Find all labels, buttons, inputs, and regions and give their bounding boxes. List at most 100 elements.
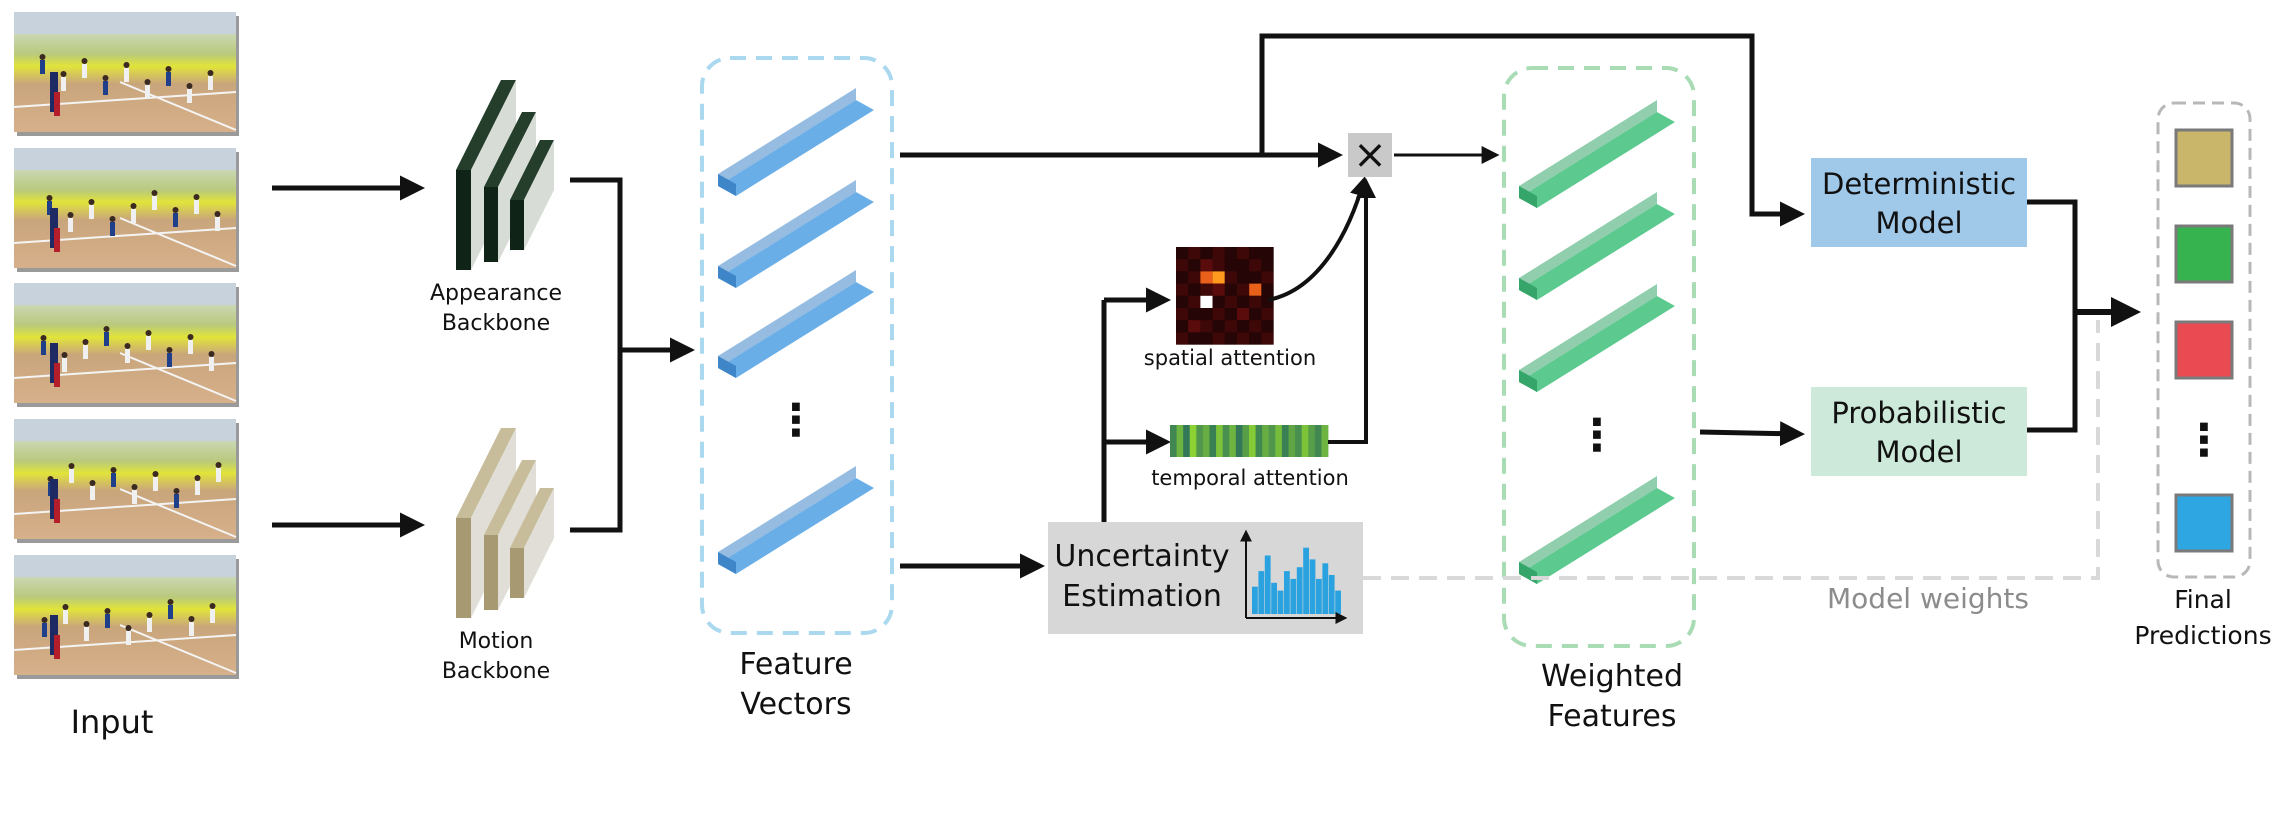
- feature-bar: [1519, 192, 1675, 300]
- feature-bar: [1519, 284, 1675, 392]
- deterministic-model-box: [1811, 158, 2027, 247]
- temporal-cell: [1222, 425, 1230, 457]
- heatmap-cell: [1200, 332, 1213, 345]
- heatmap-cell: [1200, 308, 1213, 321]
- temporal-cell: [1308, 425, 1316, 457]
- final-predictions-ellipsis: ⋮: [2182, 415, 2226, 466]
- feature-bar: [718, 270, 874, 378]
- heatmap-cell: [1224, 247, 1237, 260]
- histogram-bar: [1335, 590, 1341, 614]
- heatmap-cell: [1200, 271, 1213, 284]
- motion-backbone-label-2: Backbone: [442, 659, 550, 684]
- heatmap-cell: [1176, 283, 1189, 296]
- weighted-features-bars: [1519, 100, 1675, 584]
- heatmap-cell: [1224, 332, 1237, 345]
- uncertainty-label-1: Uncertainty: [1054, 539, 1229, 574]
- temporal-cell: [1235, 425, 1243, 457]
- heatmap-cell: [1261, 332, 1274, 345]
- heatmap-cell: [1224, 308, 1237, 321]
- histogram-bar: [1264, 555, 1271, 614]
- probabilistic-model-label-1: Probabilistic: [1831, 396, 2006, 430]
- temporal-cell: [1255, 425, 1263, 457]
- temporal-attention-label: temporal attention: [1151, 466, 1349, 490]
- temporal-attention-strip: [1170, 425, 1329, 457]
- weighted-features-box: [1502, 66, 1696, 648]
- histogram-bar: [1277, 590, 1284, 614]
- prediction-swatch: [2174, 128, 2234, 188]
- deterministic-model-label-1: Deterministic: [1822, 167, 2016, 201]
- temporal-cell: [1196, 425, 1204, 457]
- weighted-features-label-2: Features: [1548, 699, 1677, 734]
- heatmap-cell: [1188, 259, 1201, 272]
- heatmap-cell: [1188, 295, 1201, 308]
- feature-bar: [1519, 476, 1675, 584]
- heatmap-cell: [1176, 247, 1189, 260]
- motion-backbone-label-1: Motion: [459, 629, 534, 654]
- multiply-node: [1348, 133, 1392, 177]
- model-weights-path: [1363, 320, 2100, 580]
- feature-vectors-bars: [718, 88, 874, 574]
- appearance-backbone-label-2: Backbone: [442, 311, 550, 336]
- heatmap-cell: [1249, 320, 1262, 333]
- input-frame: [13, 555, 239, 679]
- arrow-weighted-probabilistic: [1699, 421, 1805, 447]
- histogram-bar: [1303, 547, 1309, 614]
- probabilistic-model-box: [1811, 387, 2027, 476]
- temporal-cell: [1189, 425, 1197, 457]
- heatmap-cell: [1237, 259, 1250, 272]
- heatmap-cell: [1200, 283, 1213, 296]
- uncertainty-histogram: [1252, 547, 1341, 614]
- temporal-cell: [1216, 425, 1224, 457]
- heatmap-cell: [1212, 320, 1225, 333]
- heatmap-cell: [1188, 247, 1201, 260]
- prediction-swatch: [2174, 493, 2234, 553]
- deterministic-model-label-2: Model: [1875, 206, 1962, 240]
- heatmap-cell: [1249, 271, 1262, 284]
- connector-backbones-merge: [570, 177, 623, 533]
- prediction-swatch: [2174, 320, 2234, 380]
- heatmap-cell: [1237, 332, 1250, 345]
- heatmap-cell: [1261, 259, 1274, 272]
- heatmap-cell: [1200, 320, 1213, 333]
- weighted-features-label-1: Weighted: [1541, 659, 1683, 694]
- temporal-cell: [1242, 425, 1250, 457]
- heatmap-cell: [1212, 259, 1225, 272]
- heatmap-cell: [1237, 283, 1250, 296]
- heatmap-cell: [1224, 271, 1237, 284]
- heatmap-cell: [1237, 295, 1250, 308]
- histogram-bar: [1322, 563, 1329, 614]
- heatmap-cell: [1212, 283, 1225, 296]
- feature-bar: [718, 88, 874, 196]
- weighted-features-ellipsis: ⋮: [1575, 410, 1619, 461]
- temporal-cell: [1314, 425, 1322, 457]
- heatmap-cell: [1237, 247, 1250, 260]
- feature-vectors-ellipsis: ⋮: [774, 395, 818, 446]
- heatmap-cell: [1249, 283, 1262, 296]
- connector-models-merge: [2027, 199, 2078, 433]
- heatmap-cell: [1261, 247, 1274, 260]
- temporal-cell: [1281, 425, 1289, 457]
- heatmap-cell: [1176, 308, 1189, 321]
- heatmap-cell: [1261, 320, 1274, 333]
- appearance-backbone-icon: [456, 80, 554, 270]
- final-predictions-label-2: Predictions: [2134, 621, 2271, 650]
- heatmap-cell: [1261, 271, 1274, 284]
- heatmap-cell: [1224, 283, 1237, 296]
- heatmap-cell: [1212, 308, 1225, 321]
- input-frame: [13, 419, 239, 543]
- input-frame: [13, 148, 239, 272]
- arrow-temporal-multiply: [1328, 178, 1376, 444]
- probabilistic-model-label-2: Model: [1875, 435, 1962, 469]
- temporal-cell: [1301, 425, 1309, 457]
- temporal-cell: [1268, 425, 1276, 457]
- temporal-cell: [1295, 425, 1303, 457]
- histogram-bar: [1284, 571, 1290, 614]
- heatmap-cell: [1200, 295, 1213, 308]
- heatmap-cell: [1212, 295, 1225, 308]
- heatmap-cell: [1261, 283, 1274, 296]
- arrow-features-deterministic: [1259, 33, 1805, 227]
- temporal-cell: [1176, 425, 1184, 457]
- feature-bar: [718, 466, 874, 574]
- temporal-cell: [1170, 425, 1177, 457]
